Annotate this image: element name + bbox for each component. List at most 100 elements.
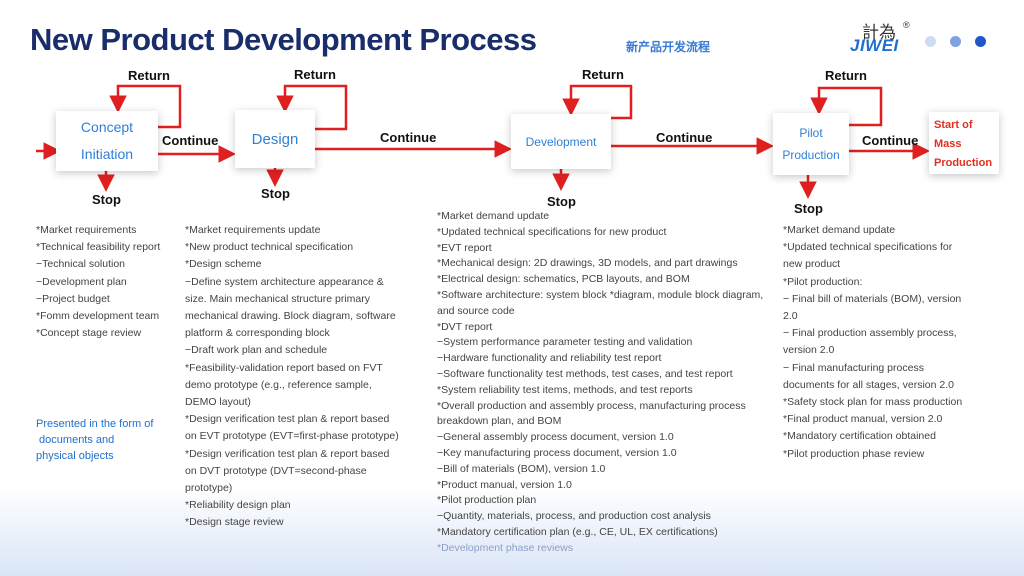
list-item: *DVT report	[437, 320, 493, 333]
list-item: *Mechanical design: 2D drawings, 3D mode…	[437, 257, 738, 270]
list-item: − Final production assembly process,	[783, 327, 957, 340]
list-item: −General assembly process document, vers…	[437, 431, 674, 444]
design-return-label: Return	[294, 67, 336, 82]
list-item: DEMO layout)	[185, 396, 251, 409]
list-item: version 2.0	[783, 344, 835, 357]
final-line3: Production	[934, 157, 993, 169]
list-item: −Draft work plan and schedule	[185, 344, 328, 357]
stage-concept-initiation: Concept Initiation	[56, 111, 158, 171]
list-item: *Electrical design: schematics, PCB layo…	[437, 273, 690, 286]
list-item: on EVT prototype (EVT=first-phase protot…	[185, 430, 399, 443]
design-continue-label: Continue	[380, 130, 437, 145]
pilot-return-loop	[810, 86, 883, 127]
list-item: *Design verification test plan & report …	[185, 447, 390, 460]
development-continue-label: Continue	[656, 130, 713, 145]
list-item: *Pilot production:	[783, 275, 863, 288]
list-item: −Define system architecture appearance &	[185, 275, 384, 288]
list-item: *Design verification test plan & report …	[185, 413, 390, 426]
list-item: *Mandatory certification obtained	[783, 430, 936, 443]
dot-light	[925, 36, 936, 47]
pilot-deliverables-list: *Market demand update *Updated technical…	[783, 222, 993, 463]
development-deliverables-list: *Market demand update *Updated technical…	[437, 209, 767, 557]
list-item: *Design stage review	[185, 516, 284, 529]
dot-medium	[950, 36, 961, 47]
list-item: *Development phase reviews	[437, 541, 573, 554]
presented-line1: Presented in the form of	[36, 418, 154, 430]
design-stop-label: Stop	[261, 186, 290, 201]
list-item: *Updated technical specifications for ne…	[437, 225, 667, 238]
list-item: *Market requirements update	[185, 224, 321, 236]
list-item: *System reliability test items, methods,…	[437, 383, 693, 396]
list-item: −Hardware functionality and reliability …	[437, 352, 662, 365]
list-item: − Final manufacturing process	[783, 361, 924, 374]
logo-chinese-text: 計為	[862, 23, 896, 43]
list-item: and source code	[437, 304, 515, 317]
list-item: − Final bill of materials (BOM), version	[783, 292, 962, 305]
stage-concept-line1: Concept	[80, 119, 134, 135]
list-item: *EVT report	[437, 241, 492, 254]
stage-design-label: Design	[251, 130, 299, 148]
pilot-stop-label: Stop	[794, 201, 823, 216]
list-item: mechanical drawing. Block diagram, softw…	[185, 310, 396, 323]
list-item: *Pilot production plan	[437, 494, 537, 507]
stage-concept-line2: Initiation	[80, 146, 134, 162]
logo-registered-mark: ®	[903, 20, 910, 30]
list-item: *Overall production and assembly process…	[437, 399, 746, 412]
list-item: −Development plan	[36, 275, 127, 288]
concept-stop-label: Stop	[92, 192, 121, 207]
design-return-loop	[276, 84, 348, 131]
stage-pilot-line1: Pilot	[799, 126, 823, 140]
list-item: *Reliability design plan	[185, 499, 291, 512]
list-item: −Quantity, materials, process, and produ…	[437, 510, 711, 523]
stage-development-label: Development	[525, 134, 597, 149]
final-line2: Mass	[934, 138, 962, 150]
stage-pilot-production: Pilot Production	[773, 113, 849, 175]
concept-return-loop	[109, 84, 182, 129]
list-item: on DVT prototype (DVT=second-phase	[185, 464, 367, 477]
list-item: new product	[783, 258, 841, 271]
development-stop-label: Stop	[547, 194, 576, 209]
stage-mass-production: Start of Mass Production	[929, 112, 999, 174]
presented-line2: documents and	[36, 434, 115, 446]
logo-english-text: JIWEI	[850, 36, 899, 55]
final-line1: Start of	[934, 119, 973, 131]
list-item: *Technical feasibility report	[36, 241, 161, 254]
design-deliverables-list: *Market requirements update *New product…	[185, 222, 425, 532]
development-return-label: Return	[582, 67, 624, 82]
list-item: *Market demand update	[437, 210, 550, 222]
list-item: *Market demand update	[783, 224, 896, 236]
list-item: 2.0	[783, 310, 798, 323]
concept-return-label: Return	[128, 68, 170, 83]
pilot-continue-label: Continue	[862, 133, 919, 148]
list-item: size. Main mechanical structure primary	[185, 292, 370, 305]
concept-continue-label: Continue	[162, 133, 219, 148]
list-item: *Updated technical specifications for	[783, 241, 953, 254]
list-item: *Safety stock plan for mass production	[783, 396, 963, 409]
stage-development: Development	[511, 114, 611, 169]
presented-line3: physical objects	[36, 450, 114, 462]
jiwei-logo: 計為 ® JIWEI	[846, 18, 916, 58]
list-item: *Final product manual, version 2.0	[783, 413, 943, 426]
dot-dark	[975, 36, 986, 47]
list-item: −System performance parameter testing an…	[437, 336, 693, 349]
list-item: *Pilot production phase review	[783, 447, 925, 460]
list-item: *Fomm development team	[36, 310, 160, 323]
list-item: *Design scheme	[185, 258, 262, 271]
list-item: *New product technical specification	[185, 241, 354, 254]
list-item: prototype)	[185, 482, 233, 495]
list-item: −Key manufacturing process document, ver…	[437, 446, 677, 459]
list-item: *Market requirements	[36, 224, 137, 236]
list-item: −Project budget	[36, 292, 110, 305]
list-item: *Feasibility-validation report based on …	[185, 361, 383, 374]
list-item: *Concept stage review	[36, 327, 142, 340]
list-item: breakdown plan, and BOM	[437, 415, 562, 428]
stage-pilot-line2: Production	[782, 148, 840, 162]
concept-deliverables-list: *Market requirements *Technical feasibil…	[36, 222, 176, 342]
list-item: −Technical solution	[36, 258, 126, 271]
development-return-loop	[562, 84, 633, 120]
presented-note: Presented in the form of documents and p…	[36, 416, 153, 464]
list-item: −Software functionality test methods, te…	[437, 367, 733, 380]
list-item: −Bill of materials (BOM), version 1.0	[437, 462, 606, 475]
list-item: *Mandatory certification plan (e.g., CE,…	[437, 525, 718, 538]
